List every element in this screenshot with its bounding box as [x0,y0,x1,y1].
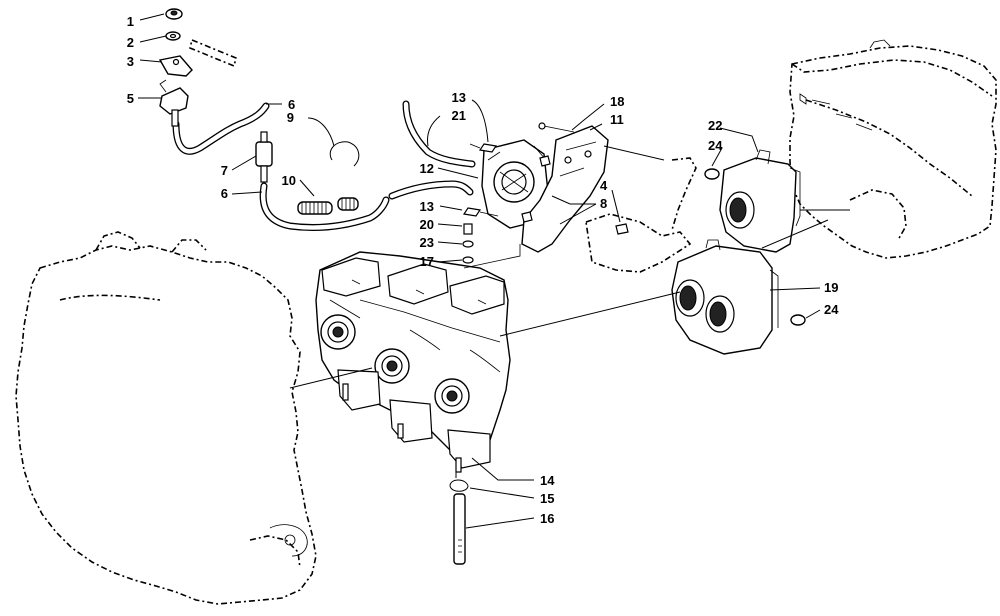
callout-10: 10 [282,173,296,188]
fuel-valve [159,79,189,127]
callout-6-upper: 6 [288,97,295,112]
callout-1: 1 [127,14,134,29]
washer [165,31,181,41]
fuel-hose-lower [259,182,390,232]
callout-20: 20 [420,217,434,232]
push-rivet-upper [704,168,720,180]
callout-8: 8 [600,196,607,211]
callout-21: 21 [452,108,466,123]
assembly-lines [289,145,850,478]
callout-12: 12 [420,161,434,176]
small-bracket [158,55,193,77]
callout-5: 5 [127,91,134,106]
silencer-upper-half [719,149,801,253]
callout-17: 17 [420,254,434,269]
impulse-hose [388,180,474,200]
callout-7: 7 [221,163,228,178]
cable-pin [538,122,575,133]
callout-6-lower: 6 [221,186,228,201]
callout-4: 4 [600,178,608,193]
screw-top [469,143,498,153]
mounting-bracket [521,125,609,253]
callout-11: 11 [610,112,624,127]
callout-18: 18 [610,94,624,109]
callout-23: 23 [420,235,434,250]
callout-labels: 1 2 3 5 6 9 7 6 10 13 21 12 13 20 23 17 … [127,14,839,526]
fuel-filter [255,131,273,183]
callout-14: 14 [540,473,555,488]
drain-hose [453,493,466,565]
callout-24-upper: 24 [708,138,723,153]
air-silencer-box [789,39,997,259]
dashed-bracket-top [189,38,237,68]
callout-22: 22 [708,118,722,133]
callout-15: 15 [540,491,554,506]
engine-block [15,231,317,605]
vent-hose [402,100,476,168]
leader-lines [138,13,821,529]
callout-2: 2 [127,35,134,50]
bracket-nuts [521,155,629,235]
screw-lower [462,207,499,217]
hose-clamp-ring [329,141,360,167]
callout-13-lower: 13 [420,199,434,214]
dashed-tray [585,157,697,273]
callout-13-upper: 13 [452,90,466,105]
nut [165,8,183,20]
callout-24-lower: 24 [824,302,839,317]
carburetor-assembly [315,251,511,473]
callout-3: 3 [127,54,134,69]
callout-16: 16 [540,511,554,526]
spring-clamps [297,197,359,215]
silencer-lower-half [671,239,779,355]
callout-9: 9 [287,110,294,125]
bolt-stack [462,223,474,264]
drain-clamp [449,479,469,492]
callout-19: 19 [824,280,838,295]
fuel-hose-upper [172,102,270,155]
push-rivet-lower [790,314,806,326]
